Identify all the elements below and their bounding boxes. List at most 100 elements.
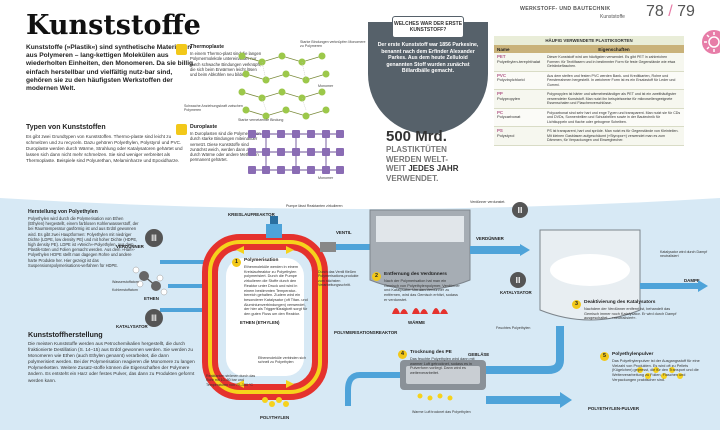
label-verduenner: VERDÜNNER	[116, 244, 144, 249]
label-katalysator-2: KATALYSATOR	[500, 290, 532, 295]
label-polythylen: POLYTHYLEN	[260, 415, 290, 420]
step-2-text: Nach der Polymerisation hat man ein Gemi…	[384, 279, 460, 302]
thermo-note-top: Starke Bindungen verknüpfen Monomere zu …	[300, 40, 366, 49]
stat-number: 500 Mrd.	[386, 128, 447, 145]
table-header: Name Eigenschaften	[494, 45, 684, 53]
thermoplaste-diagram	[238, 52, 330, 120]
table-caption: HÄUFIG VERWENDETE PLASTIKSORTEN	[494, 36, 684, 45]
label-pulver: POLYETHYLEN-PULVER	[588, 406, 639, 411]
page-separator: /	[668, 3, 673, 20]
label-kohlenstoff: Kohlenstoffatom	[112, 288, 138, 292]
thermoplaste-box: Thermoplaste In einem Thermo-plast sind …	[176, 44, 264, 77]
step-4-text: Das feuchte Polyethylen wird dann mit wa…	[410, 357, 475, 376]
label-katalysator-dampf: Katalysator wird durch Dampf neutralisie…	[660, 250, 708, 259]
first-plastic-badge	[368, 22, 488, 134]
label-ethen-ethylen: ETHEN (ETHYLEN)	[240, 320, 280, 325]
production-text: Die meisten Kunststoffe werden aus Petro…	[28, 341, 195, 383]
label-kreislaufreaktor: KREISLAUFREAKTOR	[228, 212, 275, 217]
label-wasserstoff: Wasserstoffatom	[112, 280, 139, 284]
svg-text:Ⅲ: Ⅲ	[151, 313, 157, 323]
row-prop: Dieser Kunststoff wird am häufigsten ver…	[547, 55, 676, 68]
diluent-icon-2: Ⅲ	[512, 202, 528, 218]
label-ventil: VENTIL	[336, 230, 352, 235]
step-3-number: 3	[572, 300, 581, 309]
step-4-heading: Trocknung des PE	[410, 350, 452, 355]
thermo-note-bottom: Schwache Anziehungskraft zwischen Polyme…	[184, 104, 243, 113]
duroplaste-text: In Duroplasten sind die Polymerketten du…	[190, 131, 261, 163]
step-3-heading: Deaktivierung des Katalysators	[584, 300, 656, 305]
col-prop: Eigenschaften	[598, 46, 630, 52]
stat-line-bold: JEDES JAHR	[408, 164, 459, 174]
row-prop: Aus dem steifen und festen PVC werden Ba…	[547, 73, 676, 87]
step-5-heading: Polyethylenpulver	[612, 352, 654, 357]
process-diagram: Ⅲ Ⅲ Ⅲ Ⅲ	[0, 190, 720, 408]
label-polymerisation-reaktor: POLYMERISATIONSREAKTOR	[334, 330, 398, 335]
svg-text:Ⅲ: Ⅲ	[515, 276, 521, 285]
step-3-text: Nachdem der Verdünner entfernt ist, beha…	[584, 307, 677, 321]
plastics-table: HÄUFIG VERWENDETE PLASTIKSORTEN Name Eig…	[494, 36, 684, 146]
page-right: 79	[677, 3, 695, 20]
step-2-heading: Entfernung des Verdünners	[384, 272, 447, 277]
duroplaste-icon	[176, 124, 187, 135]
step-1-heading: Polymerisation	[244, 258, 279, 263]
catalyst-icon: Ⅲ	[145, 309, 163, 327]
page-left: 78	[646, 3, 664, 20]
label-waerme: WÄRME	[408, 320, 426, 325]
step-1-text: Ethenmoleküle werden in einem Kreislaufr…	[244, 265, 308, 317]
stat-line-3: WEIT	[386, 164, 406, 174]
label-warme-luft: Warme Luft trocknet das Polyethylen	[412, 410, 471, 414]
step-5-number: 5	[600, 352, 609, 361]
label-ethenmolekuele: Ethenmoleküle verbinden sich schnell zu …	[258, 356, 306, 365]
step-4-number: 4	[398, 350, 407, 359]
step-5-text: Das Polyethylenpulver ist der Ausgangsst…	[612, 359, 700, 382]
section-header: WERKSTOFF- UND BAUTECHNIK	[520, 6, 611, 12]
polyethylen-text: Polyethylen wird durch die Polymerisatio…	[28, 216, 139, 268]
svg-text:Ⅲ: Ⅲ	[517, 206, 523, 215]
row-prop: Polypropylen ist härter und wärmebeständ…	[547, 92, 677, 105]
intro-text: Kunststoffe (»Plastik«) sind synthetisch…	[26, 44, 195, 93]
svg-text:Ⅲ: Ⅲ	[151, 233, 157, 243]
label-katalysator: KATALYSATOR	[116, 324, 148, 329]
duro-note-top: Starke vernetzende Bindung	[238, 118, 284, 122]
gear-icon	[702, 30, 720, 54]
catalyst-icon-2: Ⅲ	[510, 272, 526, 288]
badge-heading: WELCHES WAR DER ERSTE KUNSTSTOFF?	[392, 16, 464, 38]
polyethylen-heading: Herstellung von Polyethylen	[28, 209, 98, 215]
label-pumpe: Pumpe lässt Reaktanten zirkulieren	[286, 204, 343, 208]
types-heading: Typen von Kunststoffen	[26, 124, 106, 131]
badge-text: Der erste Kunststoff war 1856 Parkesine,…	[377, 42, 479, 75]
label-geblaese: GEBLÄSE	[468, 352, 490, 357]
label-durch-fliessen: Durch das Ventil fließen Polymerisations…	[318, 270, 359, 288]
row-prop: PS ist transparent, hart und spröde. Man…	[547, 129, 679, 142]
ethen-molecule	[132, 266, 168, 296]
label-verduenner-verdunstet: Verdünner verdunstet.	[470, 200, 506, 204]
thermoplaste-title: Thermoplaste	[190, 44, 225, 50]
stat-text: PLASTIKTÜTEN WERDEN WELT- WEIT JEDES JAH…	[386, 145, 496, 183]
types-text: Es gibt zwei Grundtypen von Kunststoffen…	[26, 134, 183, 164]
production-heading: Kunststoffherstellung	[28, 330, 103, 339]
duroplaste-title: Duroplaste	[190, 124, 218, 130]
thermoplaste-icon	[176, 44, 187, 55]
page-title: Kunststoffe	[26, 10, 201, 41]
label-reaktanten: Reaktanten strömen durch das Rohr mit 10…	[206, 374, 256, 387]
label-ethen: ETHEN	[144, 296, 159, 301]
row-prop: Polycarbonat sind sehr hart und enge Typ…	[547, 110, 681, 124]
col-name: Name	[497, 46, 510, 52]
step-2-number: 2	[372, 272, 381, 281]
stat-line-2: WERDEN WELT-	[386, 154, 449, 164]
stat-line-4: VERWENDET.	[386, 173, 439, 183]
label-dampf: DAMPF	[684, 278, 700, 283]
stat-line-1: PLASTIKTÜTEN	[386, 145, 447, 154]
diluent-icon: Ⅲ	[145, 229, 163, 247]
step-1-number: 1	[232, 258, 241, 267]
label-verduenner-2: VERDÜNNER	[476, 236, 504, 241]
